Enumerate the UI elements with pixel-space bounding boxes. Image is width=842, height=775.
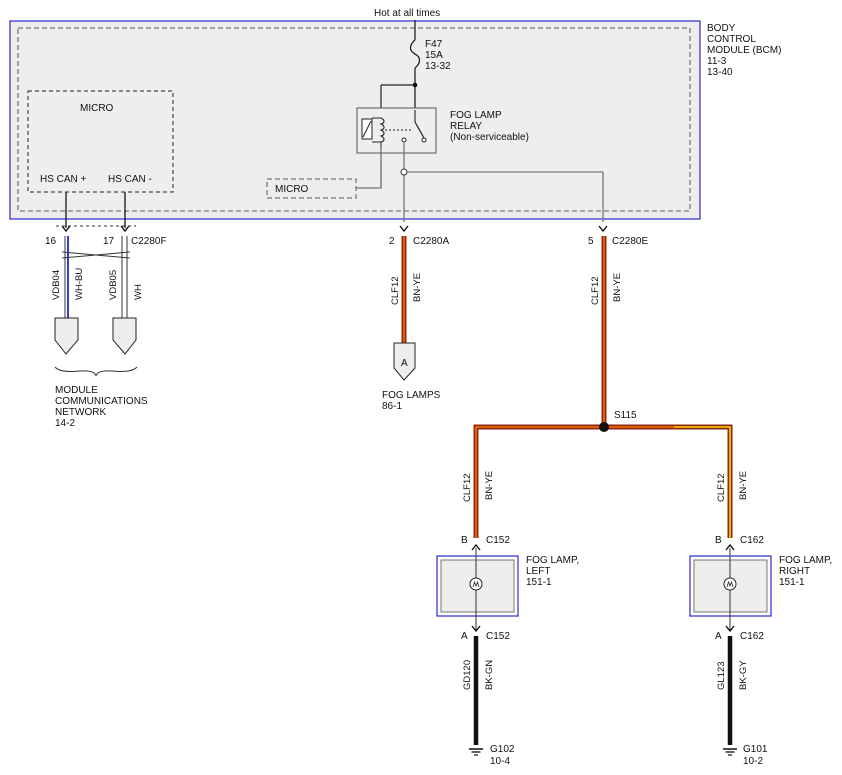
can-pin-low: 17 [103, 236, 115, 247]
fog-lamp-left-bulb-icon [469, 577, 483, 591]
twisted-pair-2 [61, 251, 131, 259]
fog-lamp-right-bulb-icon [723, 577, 737, 591]
right-connector-top: C162 [740, 535, 764, 546]
fog-lamps-dest-1: FOG LAMPS [382, 390, 441, 401]
wire-vdb04-color: WH-BU [74, 268, 85, 300]
hs-can-minus-label: HS CAN - [108, 174, 152, 185]
wire-right-feed-brown [604, 424, 733, 538]
splice-s115 [599, 422, 609, 432]
can-low-offpage [112, 317, 137, 355]
can-pin-high: 16 [45, 236, 57, 247]
left-ground-color: BK-GN [484, 660, 495, 690]
wire-right-feed-yellow [674, 426, 731, 538]
bcm-label-1: BODY [707, 23, 736, 34]
micro-small-label: MICRO [275, 184, 309, 195]
ground-g101-icon [722, 748, 738, 756]
bcm-label-2: CONTROL [707, 34, 756, 45]
wire-vdb05-circuit: VDB05 [108, 270, 119, 300]
left-connector-top: C152 [486, 535, 510, 546]
relay-contact-blade [414, 121, 425, 139]
right-lamp-label-1: FOG LAMP, [779, 555, 832, 566]
left-ground-id: G102 [490, 744, 515, 755]
left-feed-circuit: CLF12 [462, 473, 473, 502]
can-dest-3: NETWORK [55, 407, 106, 418]
left-lamp-label-2: LEFT [526, 566, 550, 577]
relay-contact-open [401, 137, 407, 143]
splice-label: S115 [614, 410, 637, 421]
left-pin-b: B [461, 535, 468, 546]
right-pin-a: A [715, 631, 722, 642]
left-lamp-label-1: FOG LAMP, [526, 555, 579, 566]
can-connector-label: C2280F [131, 236, 167, 247]
right-lamp-label-3: 151-1 [779, 577, 805, 588]
right-ground-color: BK-GY [738, 660, 749, 690]
can-dest-1: MODULE [55, 385, 98, 396]
wire-vdb05-color: WH [133, 284, 144, 300]
fuse-label-1: F47 [425, 39, 443, 50]
wire-vdb04-circuit: VDB04 [51, 270, 62, 300]
right-lamp-label-2: RIGHT [779, 566, 810, 577]
right-pin-b: B [715, 535, 722, 546]
relay-coil [379, 117, 385, 143]
right-ground-id: G101 [743, 744, 768, 755]
right-ground-ref: 10-2 [743, 756, 763, 767]
wire-left-feed-orange [475, 426, 604, 538]
left-pin-a: A [461, 631, 468, 642]
fog-lamps-terminal: A [401, 358, 408, 369]
relay-label-1: FOG LAMP [450, 110, 502, 121]
wire-left-feed-brown [473, 424, 604, 538]
output-e-connector: C2280E [612, 236, 648, 247]
left-lamp-label-3: 151-1 [526, 577, 552, 588]
micro-to-coil-wire [356, 147, 382, 189]
left-bulb-filament [472, 580, 480, 588]
output-a-circuit: CLF12 [390, 276, 401, 305]
fog-lamps-offpage [393, 342, 416, 381]
right-feed-color: BN-YE [738, 471, 749, 500]
micro-main-label: MICRO [80, 103, 114, 114]
relay-label-3: (Non-serviceable) [450, 132, 529, 143]
right-ground-circuit: GL123 [716, 661, 727, 690]
bcm-label-3: MODULE (BCM) [707, 45, 781, 56]
relay-label-2: RELAY [450, 121, 482, 132]
supply-label: Hot at all times [374, 8, 440, 19]
left-feed-color: BN-YE [484, 471, 495, 500]
output-e-circuit: CLF12 [590, 276, 601, 305]
can-dest-2: COMMUNICATIONS [55, 396, 148, 407]
output-a-connector: C2280A [413, 236, 449, 247]
relay-contact-no [421, 137, 427, 143]
micro-main-box [27, 90, 174, 193]
output-e-color: BN-YE [612, 273, 623, 302]
fog-lamps-dest-2: 86-1 [382, 401, 402, 412]
ground-g102-icon [468, 748, 484, 756]
output-a-color: BN-YE [412, 273, 423, 302]
relay-coil-diode [362, 120, 372, 138]
can-brace [54, 366, 138, 377]
output-a-pin: 2 [389, 236, 395, 247]
fuse-label-2: 15A [425, 50, 443, 61]
left-connector-bottom: C152 [486, 631, 510, 642]
left-ground-circuit: GD120 [462, 660, 473, 690]
bcm-label-4: 11-3 [707, 56, 727, 67]
bcm-inner-dashed [17, 27, 691, 212]
right-bulb-filament [726, 580, 734, 588]
output-e-pin: 5 [588, 236, 594, 247]
can-high-offpage [54, 317, 79, 355]
can-dest-4: 14-2 [55, 418, 75, 429]
hs-can-plus-label: HS CAN + [40, 174, 87, 185]
relay-output-node [400, 168, 408, 176]
right-connector-bottom: C162 [740, 631, 764, 642]
fuse-f47 [409, 39, 421, 69]
right-feed-circuit: CLF12 [716, 473, 727, 502]
fuse-label-3: 13-32 [425, 61, 451, 72]
left-ground-ref: 10-4 [490, 756, 510, 767]
bcm-label-5: 13-40 [707, 67, 733, 78]
